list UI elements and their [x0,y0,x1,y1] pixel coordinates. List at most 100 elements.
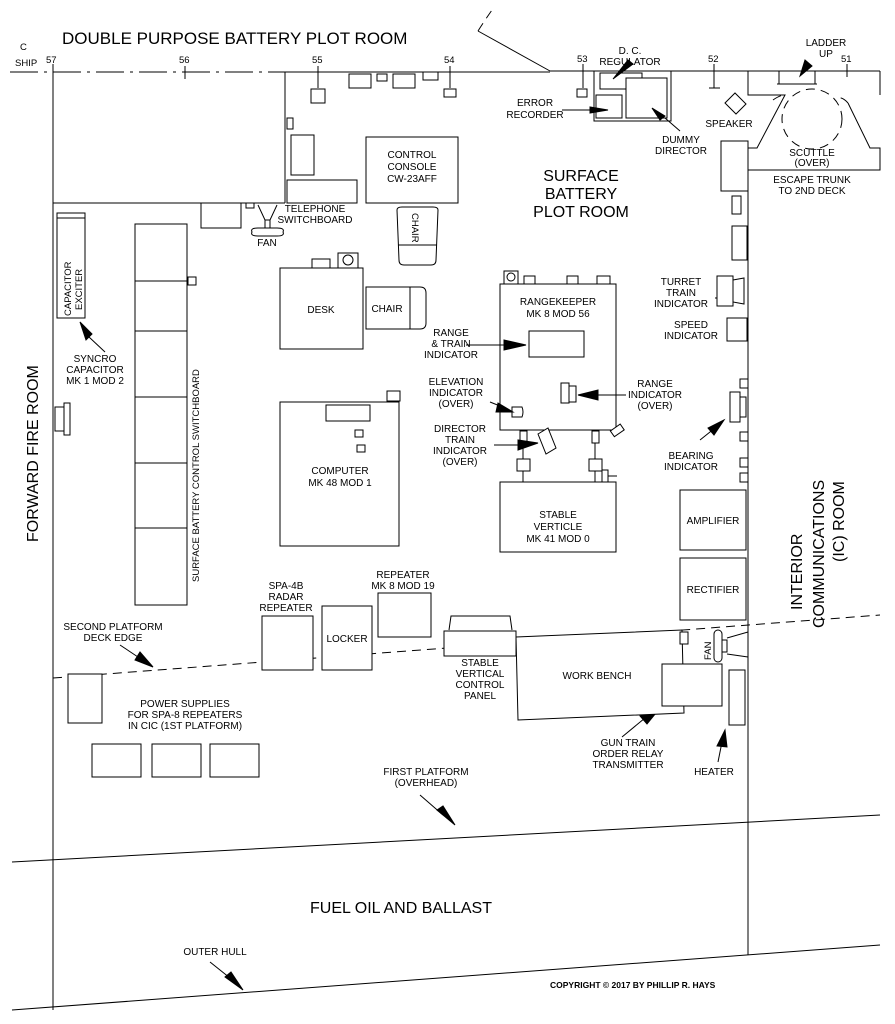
label: DUMMY [662,135,700,146]
label: (OVERHEAD) [395,778,458,789]
control-console-label-3: CW-23AFF [387,174,437,185]
capacitor-exciter-label-2: EXCITER [74,269,85,310]
label: STABLE [461,658,499,669]
room-ic: INTERIOR [789,534,806,610]
label: INDICATOR [424,350,478,361]
label: RANGE [637,379,673,390]
dc-regulator-group [562,59,747,132]
telephone-switchboard [286,179,358,204]
capacitor-exciter: CAPACITOR EXCITER [56,212,86,319]
amplifier-label: AMPLIFIER [687,516,740,527]
room-fuel-oil: FUEL OIL AND BALLAST [310,900,492,917]
label: ELEVATION [429,377,484,388]
frame-53: 53 [577,54,588,65]
label: FAN [257,238,276,249]
frame-numbers: 57 56 55 54 53 52 51 [46,54,852,66]
rangekeeper-label: RANGEKEEPER [520,297,596,308]
label: TELEPHONE [285,204,346,215]
label: SWITCHBOARD [278,215,353,226]
centerline-symbol: C [20,42,27,53]
label: TRAIN [445,435,475,446]
room-forward-fire: FORWARD FIRE ROOM [25,365,42,542]
label: VERTICAL [456,669,505,680]
label: ERROR [517,98,553,109]
room-surface-battery-2: BATTERY [545,186,618,203]
frame-56: 56 [179,55,190,66]
label: INDICATOR [429,388,483,399]
label: (OVER) [795,158,830,169]
label: HEATER [694,767,734,778]
control-console: CONTROL CONSOLE CW-23AFF [365,136,459,204]
surface-battery-control-switchboard: SURFACE BATTERY CONTROL SWITCHBOARD [134,223,202,606]
room-surface-battery: SURFACE [543,168,619,185]
room-surface-battery-3: PLOT ROOM [533,204,629,221]
top-wall-equipment [200,71,588,237]
fan-icon [251,204,284,237]
label: ESCAPE TRUNK [773,175,851,186]
label: REGULATOR [599,57,660,68]
label: RANGE [433,328,469,339]
label: INDICATOR [664,462,718,473]
pointer-arrows [119,339,728,991]
label: INDICATOR [628,390,682,401]
room-ic-3: (IC) ROOM [831,481,848,562]
label: GUN TRAIN [601,738,656,749]
control-console-label-2: CONSOLE [388,162,437,173]
frame-55: 55 [312,55,323,66]
capacitor-exciter-label: CAPACITOR [63,261,74,316]
rangekeeper: RANGEKEEPER MK 8 MOD 56 [499,270,625,483]
diagram-title: DOUBLE PURPOSE BATTERY PLOT ROOM [62,29,407,48]
label: POWER SUPPLIES [140,699,230,710]
stable-verticle: STABLE VERTICLE MK 41 MOD 0 [499,481,617,553]
label: LADDER [806,38,847,49]
right-wall-equipment: AMPLIFIER RECTIFIER [679,275,749,621]
label: REPEATER [376,570,429,581]
label: TRANSMITTER [592,760,663,771]
label: INDICATOR [664,331,718,342]
desk: DESK [279,252,364,350]
frame-54: 54 [444,55,455,66]
chair-label: CHAIR [409,213,420,243]
label: MK 8 MOD 19 [371,581,435,592]
label: DIRECTOR [655,146,707,157]
centerline-label: SHIP [15,58,37,69]
lower-equipment: LOCKER WORK BENCH FAN [67,592,749,778]
label: TO 2ND DECK [778,186,845,197]
rectifier-label: RECTIFIER [687,585,740,596]
stable-verticle-label: STABLE [539,510,577,521]
label: (OVER) [638,401,673,412]
label: CONTROL [456,680,505,691]
copyright: COPYRIGHT © 2017 BY PHILLIP R. HAYS [550,980,716,990]
label: PANEL [464,691,496,702]
stable-verticle-label-3: MK 41 MOD 0 [526,534,590,545]
label: FIRST PLATFORM [383,767,468,778]
frame-52: 52 [708,54,719,65]
escape-trunk [720,59,881,261]
switchboard-label: SURFACE BATTERY CONTROL SWITCHBOARD [191,369,202,582]
computer: COMPUTER MK 48 MOD 1 [279,390,401,547]
callout-labels: D. C. REGULATOR ERROR RECORDER DUMMY DIR… [63,38,851,958]
range-train-indicator [528,330,585,358]
label: SYNCRO [74,354,117,365]
locker-label: LOCKER [326,634,367,645]
label: BEARING [668,451,713,462]
chair-desk: CHAIR [365,286,427,330]
rangekeeper-label-2: MK 8 MOD 56 [526,309,590,320]
label: CAPACITOR [66,365,123,376]
frame-57: 57 [46,55,57,66]
label: SPEAKER [705,119,752,130]
chair-label-2: CHAIR [371,304,402,315]
label: DIRECTOR [434,424,486,435]
label: FOR SPA-8 REPEATERS [128,710,243,721]
label: RADAR [268,592,303,603]
label: IN CIC (1ST PLATFORM) [128,721,242,732]
label: INDICATOR [654,299,708,310]
label: RECORDER [506,110,563,121]
chair-console: CHAIR [396,206,439,266]
label: (OVER) [439,399,474,410]
label: REPEATER [259,603,312,614]
label: ORDER RELAY [593,749,664,760]
label: MK 1 MOD 2 [66,376,124,387]
label: SCUTTLE [789,148,835,159]
